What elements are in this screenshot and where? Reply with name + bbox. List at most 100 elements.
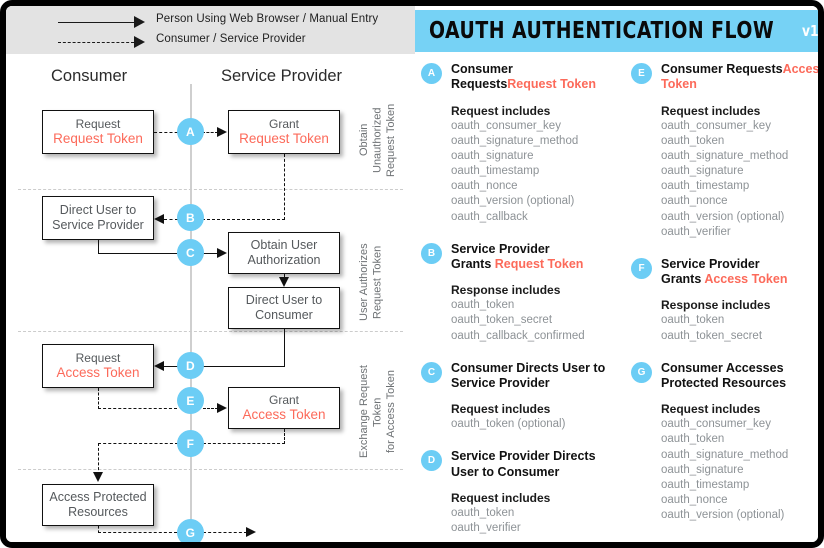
connector-a-2 [202, 132, 218, 133]
poster-header: OAUTH AUTHENTICATION FLOW v1.0a [415, 10, 818, 52]
parameter-item: oauth_token (optional) [451, 418, 566, 431]
parameter-item: oauth_timestamp [661, 180, 750, 193]
node-access-protected-resources[interactable]: Access Protected Resources [42, 484, 154, 526]
stage-divider-3 [18, 469, 403, 470]
version-badge: v1.0a [801, 22, 824, 40]
parameter-item: oauth_timestamp [451, 165, 540, 178]
connector-f-h1 [203, 443, 285, 444]
parameter-item: oauth_nonce [451, 180, 518, 193]
connector-b-arrowhead [154, 213, 164, 224]
node-label: Direct User to Service Provider [52, 203, 144, 232]
legend: Person Using Web Browser / Manual Entry … [6, 6, 415, 54]
flow-badge-c[interactable]: C [177, 239, 204, 266]
connector-e-vertical [98, 388, 99, 409]
flow-badge-g[interactable]: G [177, 519, 204, 542]
connector-g-h2 [203, 532, 247, 533]
solid-arrow-icon [58, 22, 134, 23]
flow-badge-d[interactable]: D [177, 352, 204, 379]
node-line-1: Request [75, 116, 121, 131]
step-title: Service Provider Grants Access Token [661, 256, 788, 287]
connector-d-h1 [203, 366, 285, 367]
flow-diagram-panel: Person Using Web Browser / Manual Entry … [6, 6, 415, 542]
node-direct-user-to-service-provider[interactable]: Direct User to Service Provider [42, 196, 154, 240]
connector-c-h1 [98, 253, 177, 254]
node-request-request-token[interactable]: Request Request Token [42, 110, 154, 154]
flow-badge-b[interactable]: B [177, 204, 204, 231]
connector-c-vertical [98, 240, 99, 254]
node-line-2: Request Token [53, 131, 143, 147]
connector-cd-arrowhead [278, 277, 289, 287]
step-subtitle: Response includes [661, 298, 771, 313]
step-subtitle: Response includes [451, 283, 561, 298]
legend-row-manual: Person Using Web Browser / Manual Entry [6, 12, 415, 34]
connector-d-arrowhead [154, 360, 164, 371]
flow-badge-e[interactable]: E [177, 387, 204, 414]
connector-e-h2 [203, 408, 218, 409]
connector-e-arrowhead [217, 402, 227, 413]
step-badge-f[interactable]: F [631, 257, 652, 279]
node-obtain-user-authorization[interactable]: Obtain User Authorization [228, 232, 340, 274]
node-grant-access-token[interactable]: Grant Access Token [228, 387, 340, 429]
connector-d-vertical [284, 329, 285, 367]
node-line-2: Request Token [239, 131, 329, 147]
step-parameter-list: oauth_token oauth_verifier [451, 506, 617, 536]
parameter-item: oauth_token [451, 506, 515, 519]
connector-a-1 [154, 132, 188, 133]
connector-c-h2 [203, 253, 218, 254]
step-badge-g[interactable]: G [631, 361, 652, 383]
steps-panel: OAUTH AUTHENTICATION FLOW v1.0a AConsume… [415, 6, 818, 542]
parameter-item: oauth_signature_method [451, 134, 579, 147]
step-subtitle: Request includes [661, 103, 761, 118]
step-badge-c[interactable]: C [421, 361, 442, 383]
node-label: Obtain User Authorization [247, 238, 321, 267]
node-grant-request-token[interactable]: Grant Request Token [228, 110, 340, 154]
parameter-item: oauth_signature [661, 165, 744, 178]
step-badge-e[interactable]: E [631, 63, 652, 84]
step-title: Consumer Accesses Protected Resources [661, 360, 787, 390]
connector-f-arrowhead [92, 472, 103, 482]
center-spine [190, 84, 192, 542]
parameter-item: oauth_consumer_key [451, 119, 561, 132]
parameter-item: oauth_callback_confirmed [451, 329, 585, 342]
parameter-item: oauth_signature_method [661, 448, 789, 461]
node-request-access-token[interactable]: Request Access Token [42, 344, 154, 388]
node-label: Direct User to Consumer [245, 293, 323, 322]
step-badge-d[interactable]: D [421, 450, 442, 472]
legend-label-manual: Person Using Web Browser / Manual Entry [156, 13, 379, 25]
node-line-2: Access Token [242, 407, 326, 423]
stage-divider-1 [18, 189, 403, 190]
connector-d-h2 [164, 366, 178, 367]
parameter-item: oauth_verifier [451, 522, 521, 535]
parameter-item: oauth_version (optional) [661, 210, 785, 223]
step-badge-a[interactable]: A [421, 63, 442, 84]
node-direct-user-to-consumer[interactable]: Direct User to Consumer [228, 287, 340, 329]
parameter-item: oauth_version (optional) [451, 195, 575, 208]
step-badge-b[interactable]: B [421, 242, 442, 264]
parameter-item: oauth_token [661, 134, 725, 147]
step-subtitle: Request includes [451, 490, 551, 505]
stage-label-user-authorizes-request-token: User Authorizes Request Token [358, 243, 384, 321]
dashed-arrow-icon [58, 42, 134, 43]
node-line-1: Grant [268, 116, 299, 131]
parameter-item: oauth_token [451, 299, 515, 312]
flow-badge-f[interactable]: F [177, 430, 204, 457]
parameter-item: oauth_callback [451, 210, 528, 223]
column-title-service-provider: Service Provider [221, 67, 343, 85]
parameter-item: oauth_timestamp [661, 478, 750, 491]
step-subtitle: Request includes [451, 103, 551, 118]
parameter-item: oauth_token [661, 314, 725, 327]
step-title: Service Provider Grants Request Token [451, 241, 584, 271]
node-line-1: Request [75, 350, 121, 365]
step-body: Consumer Directs User to Service Provide… [421, 361, 617, 433]
flow-badge-a[interactable]: A [177, 118, 204, 145]
step-title: Service Provider Directs User to Consume… [451, 449, 596, 479]
